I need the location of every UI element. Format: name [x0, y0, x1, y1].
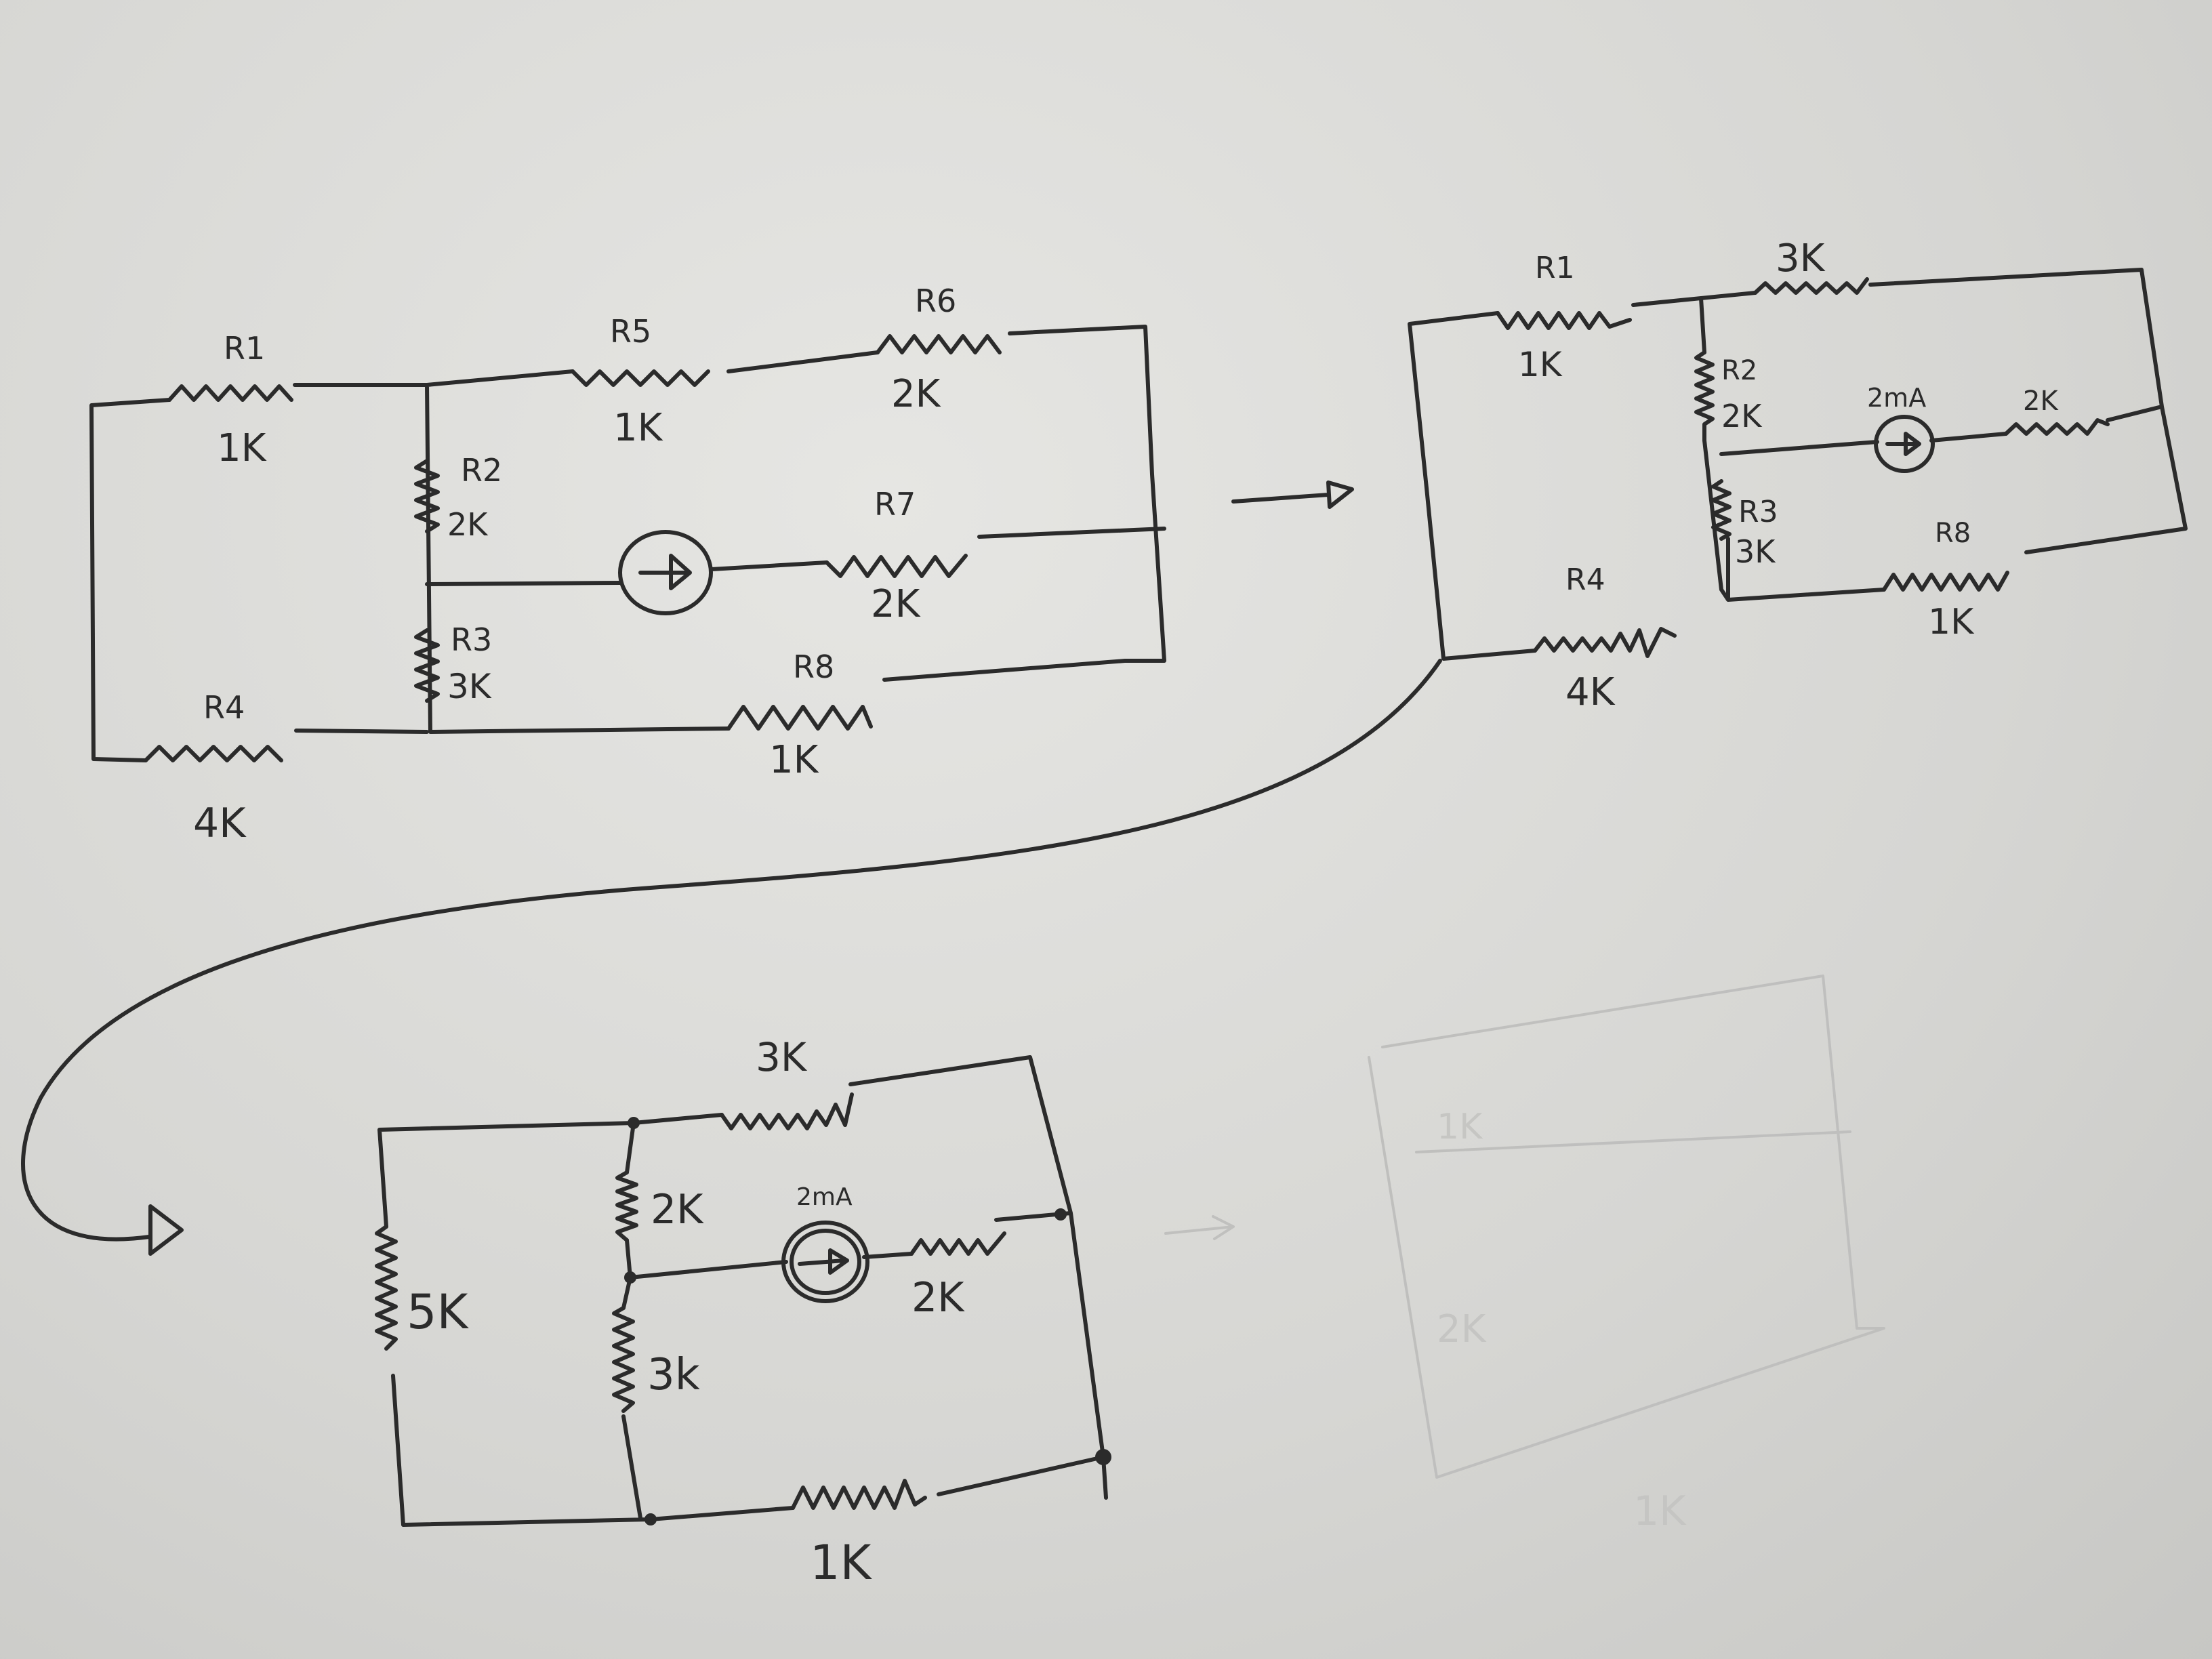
bleed-through-c: 1K: [1633, 1488, 1687, 1535]
c3-3k-resistor: [720, 1092, 854, 1130]
r7-value: 2K: [871, 582, 921, 626]
c2-r2-resistor: [1694, 350, 1715, 443]
r6-name: R6: [915, 283, 956, 319]
r4-resistor: [144, 745, 283, 762]
c3-1k-resistor: [791, 1479, 927, 1510]
c2-r4-name: R4: [1565, 562, 1605, 597]
r2-resistor: [414, 459, 440, 533]
bleed-through-a: 1K: [1437, 1107, 1483, 1147]
circuit-1: R1 1K R5 1K R6 2K R2 2K R3 3K R7 2K R8 1…: [89, 283, 1166, 847]
arrow-to-circuit-2: [1231, 480, 1354, 509]
c2-r3-resistor: [1711, 479, 1732, 541]
c2-r8-resistor: [1882, 571, 2009, 592]
r7-name: R7: [874, 486, 916, 523]
r3-name: R3: [451, 621, 492, 658]
c2-r8-value: 1K: [1928, 602, 1975, 642]
c2-r8-name: R8: [1935, 518, 1971, 549]
current-source-2: [1874, 415, 1935, 473]
r6-value: 2K: [891, 372, 941, 416]
c3-node-right-bottom: [1095, 1449, 1111, 1465]
c2-r4-resistor: [1533, 627, 1677, 658]
c3-2k-right-value: 2K: [912, 1274, 965, 1322]
bleed-through: 1K 2K 1K: [1164, 975, 1885, 1535]
bleed-through-b: 2K: [1437, 1307, 1487, 1351]
r6-resistor: [876, 334, 1002, 354]
r4-value: 4K: [193, 800, 247, 847]
c3-top-value: 3K: [756, 1034, 808, 1080]
circuit-2: R1 1K 3K R2 2K 2mA 2K R3 3K R8 1K R4 4K: [1408, 237, 2188, 714]
c2-3k-value: 3K: [1776, 237, 1826, 281]
r5-resistor: [571, 369, 710, 387]
r3-resistor: [414, 628, 440, 703]
circuit-3: 3K 2K 2mA 2K 5K 3k 1K: [375, 1034, 1111, 1591]
bleed-through-lines: [1164, 975, 1885, 1479]
c3-node-mid: [624, 1271, 636, 1284]
c2-r3-value: 3K: [1735, 533, 1776, 570]
c2-3k-resistor: [1753, 277, 1869, 295]
r5-name: R5: [610, 313, 651, 350]
c3-node-bottom: [644, 1513, 657, 1525]
r8-resistor: [726, 705, 873, 731]
c3-3k-value: 3k: [647, 1350, 700, 1400]
r2-value: 2K: [447, 506, 489, 543]
current-source-1: [618, 530, 713, 615]
c2-r7-resistor: [2004, 418, 2110, 436]
r7-resistor: [825, 554, 968, 578]
r1-name: R1: [224, 330, 265, 367]
c3-2k-right-resistor: [909, 1231, 1006, 1256]
r5-value: 1K: [613, 406, 663, 450]
r8-value: 1K: [769, 738, 819, 782]
c3-3k-vertical-resistor: [612, 1306, 635, 1413]
c3-2k-value: 2K: [651, 1186, 704, 1233]
circuit-3-wires: [377, 1055, 1108, 1527]
arrow-to-circuit-3: [20, 659, 1442, 1256]
circuit-1-wires: [89, 325, 1166, 762]
c2-r7-value: 2K: [2023, 386, 2059, 417]
c2-r1-value: 1K: [1518, 345, 1563, 384]
c2-r1-name: R1: [1535, 251, 1575, 285]
c3-node-right-mid: [1054, 1208, 1067, 1221]
r1-value: 1K: [217, 426, 267, 470]
c3-1k-value: 1K: [810, 1535, 873, 1591]
r4-name: R4: [203, 689, 245, 726]
c3-5k-resistor: [375, 1225, 398, 1351]
c2-r2-value: 2K: [1721, 398, 1763, 434]
c3-node-top: [628, 1117, 640, 1129]
current-source-3: [781, 1221, 869, 1303]
c2-r4-value: 4K: [1565, 670, 1616, 714]
c3-5k-value: 5K: [407, 1284, 470, 1340]
r1-resistor: [167, 384, 293, 402]
r8-name: R8: [793, 649, 834, 685]
c3-source-value: 2mA: [796, 1183, 853, 1211]
circuit-2-wires: [1408, 268, 2188, 661]
current-source-1-arrow: [638, 554, 692, 590]
c2-r3-name: R3: [1738, 495, 1778, 529]
c2-r2-name: R2: [1721, 355, 1757, 386]
r3-value: 3K: [447, 667, 492, 706]
current-source-3-inner: [790, 1229, 861, 1295]
current-source-3-arrow: [798, 1248, 849, 1275]
c3-2k-resistor: [615, 1170, 638, 1242]
current-source-2-arrow: [1885, 432, 1921, 456]
c2-source-value: 2mA: [1867, 383, 1926, 413]
c2-r1-resistor: [1496, 311, 1632, 330]
r2-name: R2: [461, 452, 502, 489]
